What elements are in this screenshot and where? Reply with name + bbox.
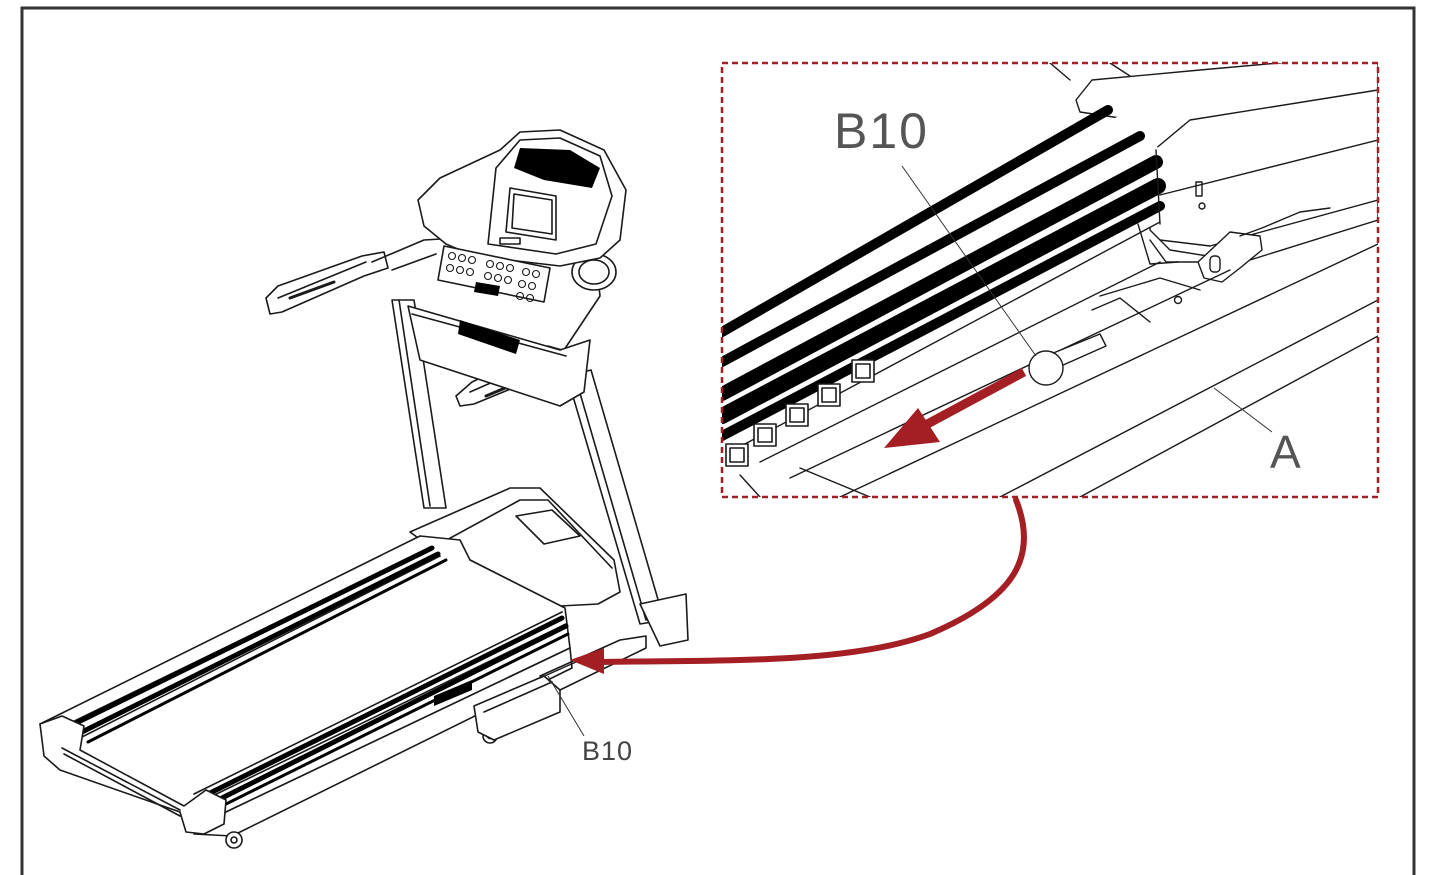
- detail-a-label: A: [1270, 426, 1301, 478]
- running-deck: [39, 535, 573, 849]
- overview-b10-label: B10: [582, 736, 633, 766]
- detail-inset: [722, 63, 1378, 497]
- detail-b10-label: B10: [834, 103, 929, 159]
- detail-inset-border: [720, 61, 1380, 499]
- treadmill-uprights: [391, 299, 689, 647]
- treadmill-drawing: [39, 129, 689, 849]
- page-frame: [20, 6, 1416, 875]
- overview-b10-pin: [539, 661, 577, 679]
- callout-arrow: [570, 497, 1027, 674]
- console-assembly: [265, 129, 627, 407]
- detail-a-leader: [1213, 387, 1273, 433]
- console-keypad: [445, 251, 541, 303]
- detail-b10-pin: [1028, 295, 1183, 386]
- overview-b10-leader: [547, 675, 585, 737]
- detail-b10-leader: [901, 165, 1037, 357]
- belt-end-caps: [725, 359, 875, 467]
- removal-direction-arrow: [884, 368, 1027, 448]
